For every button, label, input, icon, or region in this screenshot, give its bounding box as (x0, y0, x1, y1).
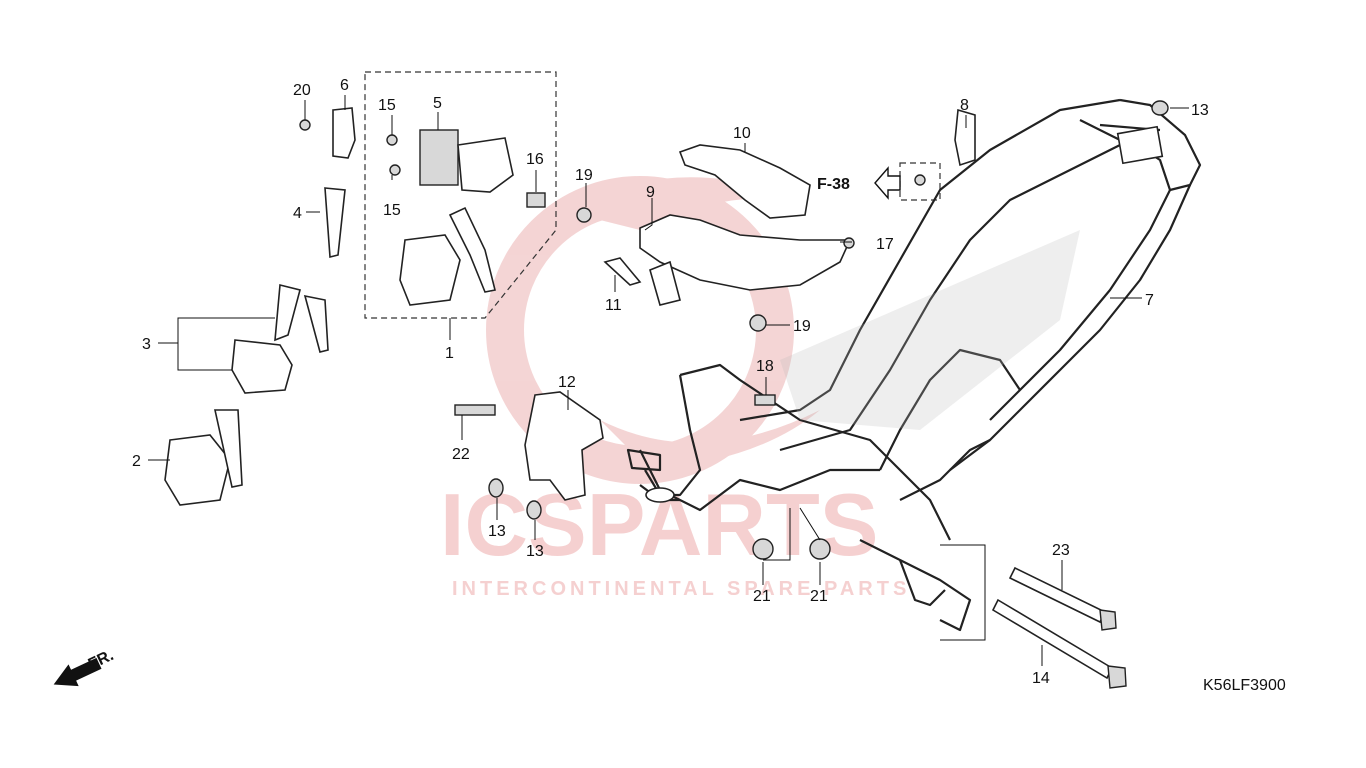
part-14-long-bolt (991, 598, 1127, 689)
part-22-bolt (454, 404, 496, 416)
label-part-7: 7 (1145, 292, 1154, 309)
label-part-15a: 15 (378, 97, 396, 114)
part-13-washer-c (1151, 100, 1169, 116)
label-part-20: 20 (293, 82, 311, 99)
label-part-17: 17 (876, 236, 894, 253)
part-21-nut-a (752, 538, 774, 560)
reference-arrow: F-38 (817, 166, 901, 200)
part-1-ignition-lock (399, 234, 461, 306)
part-18-bolt (754, 394, 776, 406)
part-5-housing (457, 137, 514, 193)
label-part-8: 8 (960, 97, 969, 114)
label-part-9: 9 (646, 184, 655, 201)
part-9-stay (649, 260, 681, 306)
label-part-21a: 21 (753, 588, 771, 605)
part-17-clip (843, 237, 855, 249)
diagram-code: K56LF3900 (1203, 677, 1286, 694)
part-4-key (324, 187, 346, 259)
label-part-18: 18 (756, 358, 774, 375)
part-12-plate (524, 391, 604, 501)
part-19-nut-a (576, 207, 592, 223)
part-15-screw-a (386, 134, 398, 146)
part-11-bracket (603, 257, 642, 286)
label-part-19b: 19 (793, 318, 811, 335)
label-part-4: 4 (293, 205, 302, 222)
part-2-lock (164, 434, 231, 506)
label-part-5: 5 (433, 95, 442, 112)
part-23-long-bolt (1008, 566, 1117, 631)
label-part-22: 22 (452, 446, 470, 463)
part-6-clip (332, 107, 356, 159)
label-part-3: 3 (142, 336, 151, 353)
label-part-16: 16 (526, 151, 544, 168)
part-3-housing (231, 339, 293, 394)
front-direction-arrow-icon (53, 657, 102, 687)
label-part-13c: 13 (1191, 102, 1209, 119)
label-part-13a: 13 (488, 523, 506, 540)
label-part-2: 2 (132, 453, 141, 470)
part-3-key-a (274, 283, 301, 342)
direction-label: FR. (86, 647, 117, 673)
part-8-bracket (954, 108, 976, 167)
part-19-nut-b (749, 314, 767, 332)
part-8-bolt (914, 174, 926, 186)
part-labels: 1 2 3 4 5 6 7 8 9 10 11 12 13 13 13 14 1… (132, 77, 1209, 687)
label-part-21b: 21 (810, 588, 828, 605)
part-15-screw-b (389, 164, 401, 176)
part-20-screw (299, 119, 311, 131)
part-10-cover (678, 144, 811, 219)
reference-label: F-38 (817, 176, 850, 193)
group-1-outline (364, 71, 557, 319)
part-9-bracket (639, 214, 852, 291)
part-16-screw (526, 192, 546, 208)
label-part-14: 14 (1032, 670, 1050, 687)
part-13-washer-a (488, 478, 504, 498)
label-part-1: 1 (445, 345, 454, 362)
part-13-washer-b (526, 500, 542, 520)
leader-lines (148, 95, 1189, 666)
watermark-tagline: INTERCONTINENTAL SPARE PARTS (452, 578, 910, 600)
part-1-key (448, 206, 496, 293)
label-part-15b: 15 (383, 202, 401, 219)
label-part-6: 6 (340, 77, 349, 94)
part-21-nut-b (809, 538, 831, 560)
label-part-10: 10 (733, 125, 751, 142)
part-5-unit (419, 129, 459, 186)
label-part-19a: 19 (575, 167, 593, 184)
label-part-12: 12 (558, 374, 576, 391)
label-part-11: 11 (605, 297, 622, 314)
label-part-13b: 13 (526, 543, 544, 560)
part-2-key (214, 409, 243, 488)
part-3-key-b (303, 294, 329, 353)
main-frame (626, 98, 1202, 632)
label-part-23: 23 (1052, 542, 1070, 559)
frame-shading (780, 230, 1080, 430)
